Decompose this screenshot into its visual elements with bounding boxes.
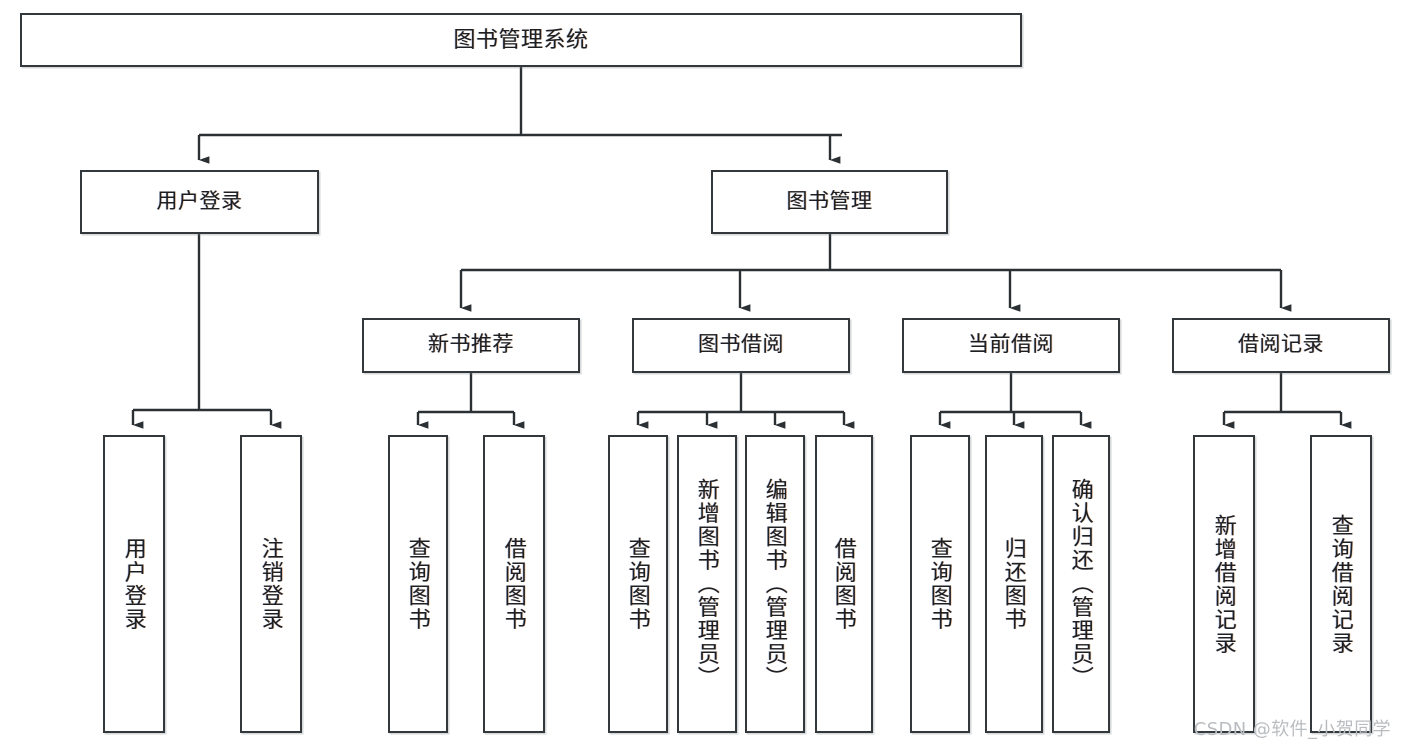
- leaf-query-book-current[interactable]: 查询图书: [910, 435, 970, 733]
- leaf-label: 查询图书: [405, 537, 431, 631]
- leaf-add-book-admin[interactable]: 新增图书（管理员）: [677, 435, 737, 733]
- leaf-label: 新增借阅记录: [1211, 513, 1237, 655]
- leaf-query-borrow-record[interactable]: 查询借阅记录: [1310, 435, 1372, 733]
- leaf-return-book[interactable]: 归还图书: [985, 435, 1043, 733]
- node-current-borrow-label: 当前借阅: [968, 333, 1054, 357]
- leaf-label: 借阅图书: [831, 537, 857, 631]
- node-borrow-record-label: 借阅记录: [1238, 333, 1324, 357]
- node-user-login-label: 用户登录: [156, 189, 243, 213]
- leaf-label: 注销登录: [258, 537, 284, 631]
- leaf-label: 查询图书: [927, 537, 953, 631]
- node-user-login[interactable]: 用户登录: [80, 170, 319, 234]
- node-new-book-recommend[interactable]: 新书推荐: [362, 318, 580, 373]
- leaf-label: 新增图书（管理员）: [694, 478, 720, 690]
- leaf-label: 用户登录: [121, 537, 147, 631]
- leaf-add-borrow-record[interactable]: 新增借阅记录: [1193, 435, 1255, 733]
- node-book-borrow-label: 图书借阅: [698, 333, 784, 357]
- leaf-borrow-book-recommend[interactable]: 借阅图书: [483, 435, 545, 733]
- leaf-label: 编辑图书（管理员）: [762, 478, 788, 690]
- leaf-user-login[interactable]: 用户登录: [103, 435, 165, 733]
- node-new-book-recommend-label: 新书推荐: [428, 333, 514, 357]
- node-book-management-label: 图书管理: [786, 189, 873, 213]
- leaf-confirm-return-admin[interactable]: 确认归还（管理员）: [1052, 435, 1110, 733]
- leaf-label: 确认归还（管理员）: [1068, 478, 1094, 690]
- node-root-label: 图书管理系统: [453, 27, 589, 53]
- leaf-label: 归还图书: [1001, 537, 1027, 631]
- node-borrow-record[interactable]: 借阅记录: [1172, 318, 1390, 373]
- node-current-borrow[interactable]: 当前借阅: [902, 318, 1120, 373]
- leaf-borrow-book[interactable]: 借阅图书: [815, 435, 873, 733]
- leaf-label: 借阅图书: [501, 537, 527, 631]
- node-root[interactable]: 图书管理系统: [20, 13, 1022, 67]
- leaf-query-book-borrow[interactable]: 查询图书: [608, 435, 668, 733]
- leaf-logout[interactable]: 注销登录: [240, 435, 302, 733]
- node-book-borrow[interactable]: 图书借阅: [632, 318, 850, 373]
- leaf-edit-book-admin[interactable]: 编辑图书（管理员）: [745, 435, 805, 733]
- leaf-label: 查询借阅记录: [1328, 513, 1354, 655]
- node-book-management[interactable]: 图书管理: [711, 170, 948, 234]
- leaf-query-book-recommend[interactable]: 查询图书: [388, 435, 448, 733]
- leaf-label: 查询图书: [625, 537, 651, 631]
